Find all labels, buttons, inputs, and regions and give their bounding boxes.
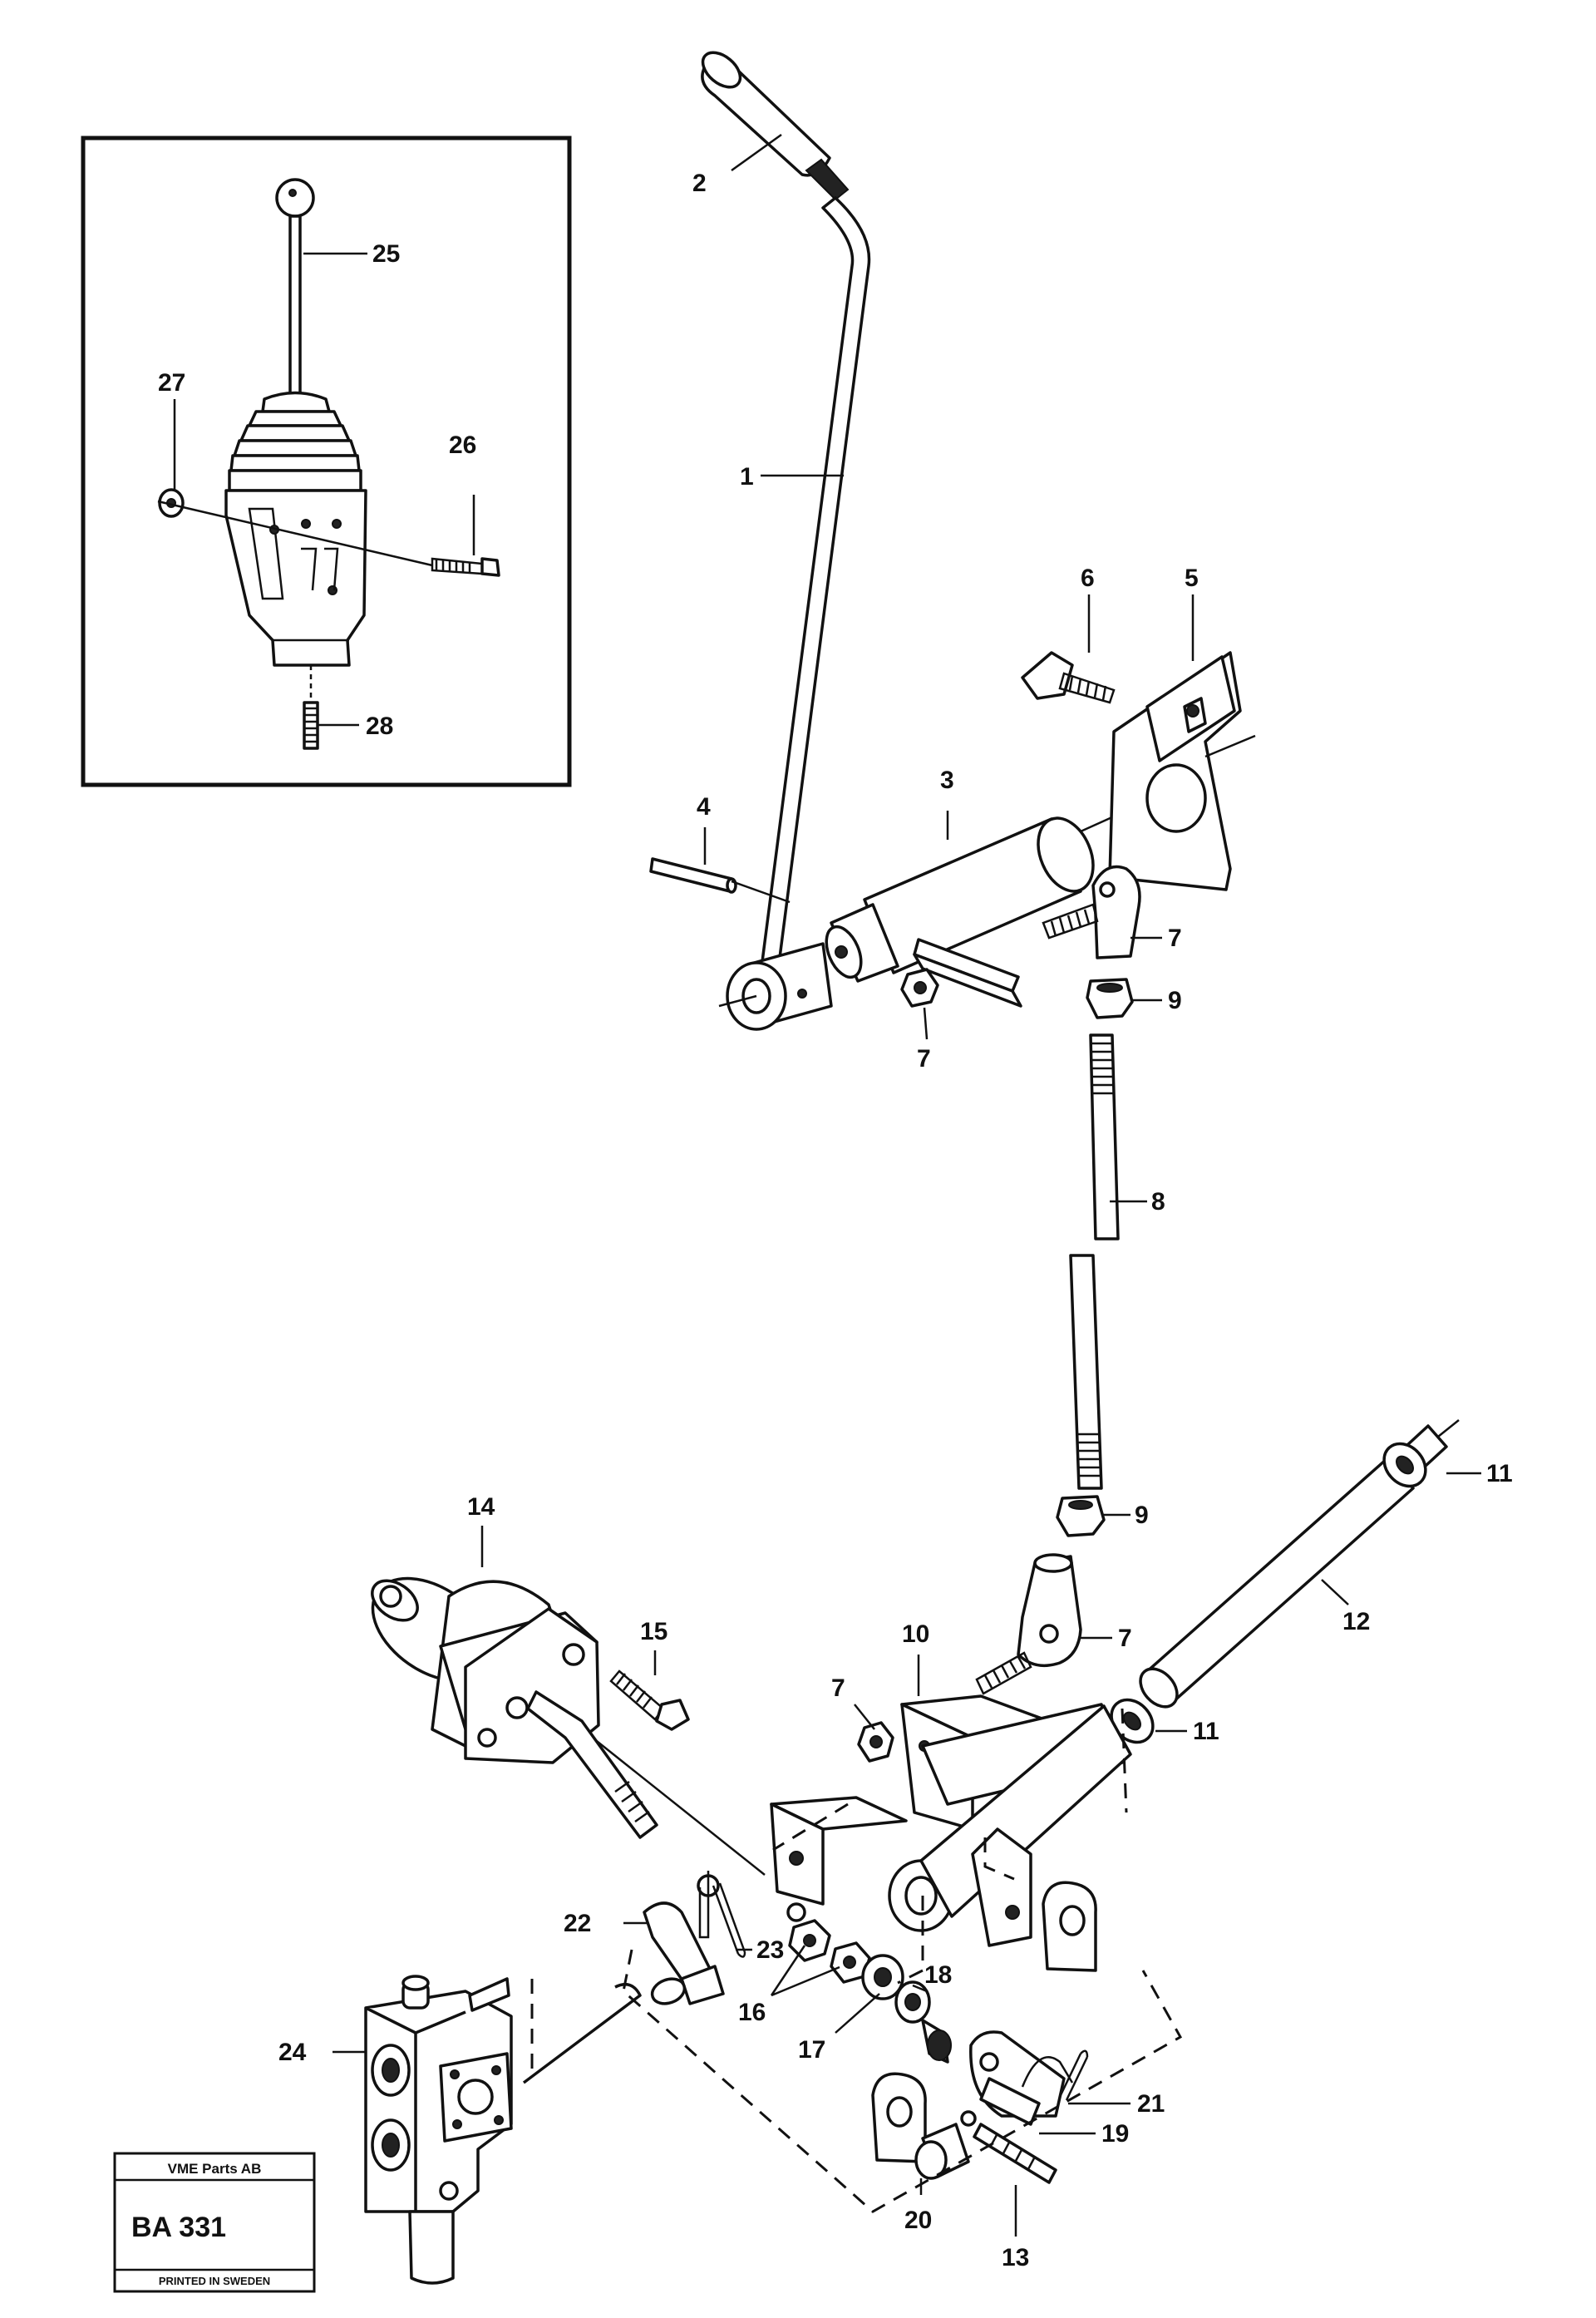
lever-22 xyxy=(522,1871,725,2084)
pin-13 xyxy=(960,2110,1057,2184)
dashed-links xyxy=(530,1708,1183,2213)
callout-7-a: 7 xyxy=(1168,925,1182,952)
callout-9-a: 9 xyxy=(1168,987,1182,1014)
rod-8 xyxy=(1069,1033,1120,1490)
leader-lines xyxy=(173,133,1481,2237)
lever-rod-1 xyxy=(759,196,871,979)
callout-1: 1 xyxy=(740,463,754,491)
pin-20 xyxy=(914,2123,970,2180)
washer-17 xyxy=(861,1954,904,2000)
callout-27: 27 xyxy=(158,369,185,397)
callout-7-b: 7 xyxy=(917,1045,931,1073)
callout-25: 25 xyxy=(372,240,400,268)
pin-4 xyxy=(649,857,791,904)
bracket-5 xyxy=(1108,651,1256,891)
callout-28: 28 xyxy=(366,713,393,740)
company-name: VME Parts AB xyxy=(168,2161,262,2177)
nut-27 xyxy=(158,488,185,518)
shaft-3 xyxy=(825,792,1165,1008)
cylinder-14 xyxy=(371,1576,766,1876)
callout-4: 4 xyxy=(697,793,711,821)
nut-9-lower xyxy=(1056,1495,1106,1537)
callout-12: 12 xyxy=(1342,1608,1370,1635)
callout-20: 20 xyxy=(904,2207,932,2234)
callout-2: 2 xyxy=(692,170,707,197)
callout-11-b: 11 xyxy=(1193,1718,1219,1745)
cotter-pin-21 xyxy=(1058,2049,1089,2101)
inset-frame xyxy=(81,136,572,787)
callout-24: 24 xyxy=(278,2039,307,2066)
ball-joint-7-upper xyxy=(1042,865,1141,959)
callout-numbers: 1 2 3 4 5 6 7 7 7 7 8 9 9 10 11 11 12 13… xyxy=(158,170,1513,2271)
nut-7-upper xyxy=(900,968,939,1008)
joystick-lever xyxy=(275,178,315,397)
nuts-16 xyxy=(786,1902,871,1984)
washer-18 xyxy=(894,1980,952,2064)
callout-9-b: 9 xyxy=(1135,1502,1149,1529)
fork-upper xyxy=(1042,1881,1097,1972)
valve-24 xyxy=(364,1975,513,2285)
callout-17: 17 xyxy=(798,2036,825,2064)
bracket-10 xyxy=(770,1694,1132,1947)
callout-7-c: 7 xyxy=(1118,1625,1132,1652)
callout-10: 10 xyxy=(902,1620,929,1648)
title-block: VME Parts AB BA 331 PRINTED IN SWEDEN xyxy=(113,2152,316,2293)
bushing-11-upper xyxy=(1382,1419,1460,1488)
clevis-19 xyxy=(969,2030,1074,2126)
callout-26: 26 xyxy=(449,432,476,459)
callout-22: 22 xyxy=(564,1910,591,1937)
nut-7-lower xyxy=(857,1721,894,1763)
callout-23: 23 xyxy=(756,1936,784,1964)
callout-15: 15 xyxy=(640,1618,667,1645)
rubber-boot xyxy=(228,391,362,492)
callout-13: 13 xyxy=(1002,2244,1029,2271)
nut-9-upper xyxy=(1086,978,1134,1019)
cotter-pin-23 xyxy=(712,1882,746,1958)
tube-12 xyxy=(1139,1457,1415,1709)
lever-hub xyxy=(718,942,833,1031)
knob-2 xyxy=(701,51,850,201)
callout-21: 21 xyxy=(1137,2090,1165,2118)
joystick-housing xyxy=(224,489,367,667)
stud-28 xyxy=(303,665,319,750)
callout-11-a: 11 xyxy=(1486,1460,1513,1487)
inset-joystick xyxy=(81,136,572,787)
callout-5: 5 xyxy=(1185,565,1199,592)
callout-14: 14 xyxy=(467,1493,495,1521)
callout-18: 18 xyxy=(924,1961,952,1989)
diagram-code: BA 331 xyxy=(131,2212,226,2243)
callout-6: 6 xyxy=(1081,565,1095,592)
callout-7-d: 7 xyxy=(831,1674,845,1702)
printed-in: PRINTED IN SWEDEN xyxy=(159,2275,270,2287)
screw-26 xyxy=(431,557,500,577)
fork-lower xyxy=(871,2072,927,2163)
callout-19: 19 xyxy=(1101,2120,1129,2148)
ball-joint-7-lower xyxy=(975,1553,1082,1695)
bolt-15 xyxy=(609,1669,690,1731)
callout-8: 8 xyxy=(1151,1188,1165,1216)
bolt-6 xyxy=(1021,651,1116,704)
callout-16: 16 xyxy=(738,1999,766,2026)
callout-3: 3 xyxy=(940,767,954,794)
